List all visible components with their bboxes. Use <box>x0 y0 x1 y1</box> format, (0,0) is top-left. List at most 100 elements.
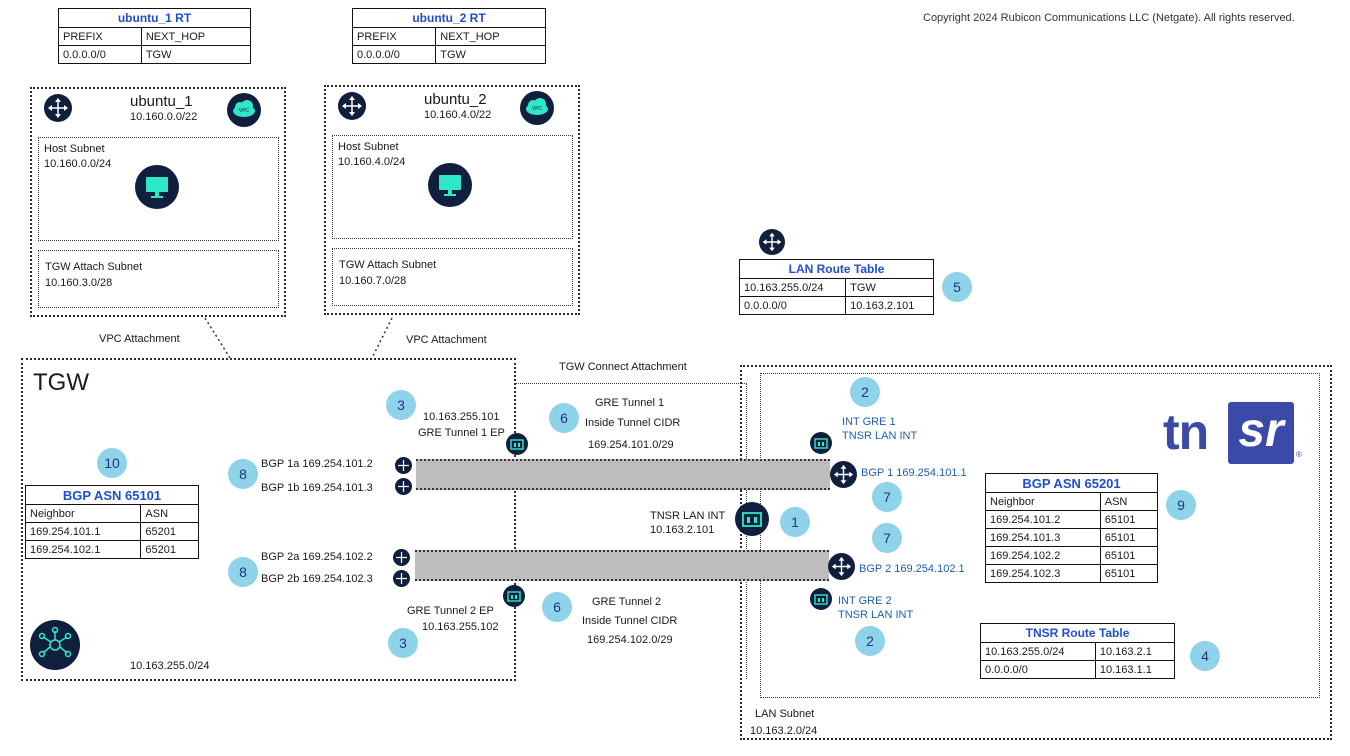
host-monitor-icon <box>428 163 472 207</box>
tgw-cidr: 10.163.255.0/24 <box>130 660 210 672</box>
ubuntu2-rt-header-prefix: PREFIX <box>351 27 437 46</box>
vpc2-name: ubuntu_2 <box>424 91 487 108</box>
tnsr-rt-r2-nexthop: 10.163.1.1 <box>1094 660 1176 679</box>
vpc1-host-subnet-box <box>38 137 279 241</box>
lan-rt-r2-prefix: 0.0.0.0/0 <box>738 296 847 315</box>
eni-icon <box>810 588 832 610</box>
step-badge-2: 2 <box>850 377 880 407</box>
gre-tunnel-1 <box>416 459 830 490</box>
lan-rt-r1-nexthop: TGW <box>845 278 934 297</box>
router-icon <box>830 461 857 488</box>
step-badge-8b: 8 <box>228 557 258 587</box>
host-monitor-icon <box>135 165 179 209</box>
vpc2-attach-subnet-label: TGW Attach Subnet <box>339 259 437 271</box>
logo-text-sr: sr <box>1228 402 1294 464</box>
tnsr-bgp-r4-asn: 65101 <box>1099 564 1159 583</box>
vpc1-host-subnet-label: Host Subnet <box>44 143 105 155</box>
lan-subnet-cidr: 10.163.2.0/24 <box>750 725 818 737</box>
step-badge-3b: 3 <box>388 628 418 658</box>
tunnel1-cidr: 169.254.101.0/29 <box>588 439 674 451</box>
vpc1-attach-subnet-cidr: 10.160.3.0/28 <box>45 277 113 289</box>
eni-icon <box>735 502 769 536</box>
tnsr-bgp-title: BGP ASN 65201 <box>985 473 1158 493</box>
tunnel2-inside-label: Inside Tunnel CIDR <box>582 615 678 627</box>
ubuntu1-rt-nexthop: TGW <box>140 45 252 64</box>
tunnel1-ep-label: GRE Tunnel 1 EP <box>418 427 505 439</box>
tnsr-bgp-r3-asn: 65101 <box>1099 546 1159 565</box>
vpc2-badge-text: VPC <box>532 106 543 112</box>
tgw-bgp-header-neighbor: Neighbor <box>24 504 142 523</box>
vpc1-cidr: 10.160.0.0/22 <box>130 111 198 123</box>
step-badge-7b: 7 <box>872 523 902 553</box>
vpc1-host-subnet-cidr: 10.160.0.0/24 <box>44 158 112 170</box>
tgw-bgp-title: BGP ASN 65101 <box>25 485 199 505</box>
eni-icon <box>810 432 832 454</box>
tgw-title: TGW <box>33 369 89 396</box>
bgp-peer-2a: BGP 2a 169.254.102.2 <box>261 551 373 563</box>
tunnel2-ep-label: GRE Tunnel 2 EP <box>407 605 494 617</box>
tnsr-bgp-r1-asn: 65101 <box>1099 510 1159 529</box>
tgw-bgp-r2-asn: 65201 <box>140 540 199 559</box>
ubuntu2-rt-header-nexthop: NEXT_HOP <box>435 27 546 46</box>
router-icon <box>395 457 412 474</box>
bgp-peer-2b: BGP 2b 169.254.102.3 <box>261 573 373 585</box>
step-badge-3: 3 <box>386 390 416 420</box>
int-gre2-label: INT GRE 2 <box>838 595 892 607</box>
tnsr-logo: tn sr ® <box>1163 402 1303 466</box>
ubuntu2-rt-nexthop: TGW <box>435 45 546 64</box>
ubuntu2-rt-prefix: 0.0.0.0/0 <box>351 45 437 64</box>
vpc1-box <box>30 87 286 317</box>
gre-tunnel-2 <box>415 550 829 581</box>
tgw-box <box>21 358 516 681</box>
int-gre1-lan-label: TNSR LAN INT <box>842 430 918 442</box>
eni-icon <box>506 433 528 455</box>
tunnel2-name: GRE Tunnel 2 <box>592 596 662 608</box>
tnsr-bgp-header-asn: ASN <box>1099 492 1159 511</box>
step-badge-6: 6 <box>549 403 579 433</box>
vpc1-name: ubuntu_1 <box>130 93 193 110</box>
vpc1-badge-text: VPC <box>239 108 250 114</box>
tnsr-bgp-r3-neighbor: 169.254.102.2 <box>985 546 1101 565</box>
vpc2-attach-subnet-cidr: 10.160.7.0/28 <box>339 275 407 287</box>
step-badge-2b: 2 <box>855 626 885 656</box>
tgw-bgp-r2-neighbor: 169.254.102.1 <box>24 540 142 559</box>
tnsr-bgp-r2-asn: 65101 <box>1099 528 1159 547</box>
tnsr-bgp-r2-neighbor: 169.254.101.3 <box>985 528 1101 547</box>
router-icon <box>393 570 410 587</box>
tgw-bgp-r1-asn: 65201 <box>140 522 199 541</box>
vpc2-cidr: 10.160.4.0/22 <box>424 109 492 121</box>
vpc2-host-subnet-cidr: 10.160.4.0/24 <box>338 156 406 168</box>
router-icon <box>759 229 785 255</box>
step-badge-4: 4 <box>1190 641 1220 671</box>
vpc1-attach-subnet-label: TGW Attach Subnet <box>45 261 143 273</box>
step-badge-1: 1 <box>780 507 810 537</box>
tnsr-rt-r1-nexthop: 10.163.2.1 <box>1094 642 1176 661</box>
step-badge-8: 8 <box>228 459 258 489</box>
ubuntu1-rt-header-prefix: PREFIX <box>58 27 142 46</box>
vpc-cloud-icon: VPC <box>520 91 554 125</box>
step-badge-5: 5 <box>942 272 972 302</box>
lan-rt-r1-prefix: 10.163.255.0/24 <box>738 278 847 297</box>
lan-rt-r2-nexthop: 10.163.2.101 <box>845 296 934 315</box>
tnsr-bgp-r4-neighbor: 169.254.102.3 <box>985 564 1101 583</box>
vpc-attachment-label-2: VPC Attachment <box>406 334 487 346</box>
step-badge-7: 7 <box>872 482 902 512</box>
vpc2-attach-subnet-box <box>332 248 573 306</box>
tgw-bgp-header-asn: ASN <box>140 504 199 523</box>
tnsr-bgp-header-neighbor: Neighbor <box>985 492 1101 511</box>
ubuntu1-rt-title: ubuntu_1 RT <box>58 8 251 28</box>
tnsr-bgp-r1-neighbor: 169.254.101.2 <box>985 510 1101 529</box>
tgw-hub-icon <box>30 620 80 670</box>
tunnel1-ep-ip: 10.163.255.101 <box>423 411 500 423</box>
ubuntu2-rt-title: ubuntu_2 RT <box>352 8 546 28</box>
vpc1-attach-subnet-box <box>38 250 279 308</box>
bgp-peer-tnsr-2: BGP 2 169.254.102.1 <box>859 563 965 575</box>
tgw-bgp-r1-neighbor: 169.254.101.1 <box>24 522 142 541</box>
vpc2-host-subnet-label: Host Subnet <box>338 141 399 153</box>
tnsr-lan-int-label: TNSR LAN INT <box>650 510 726 522</box>
ubuntu1-rt-prefix: 0.0.0.0/0 <box>58 45 142 64</box>
